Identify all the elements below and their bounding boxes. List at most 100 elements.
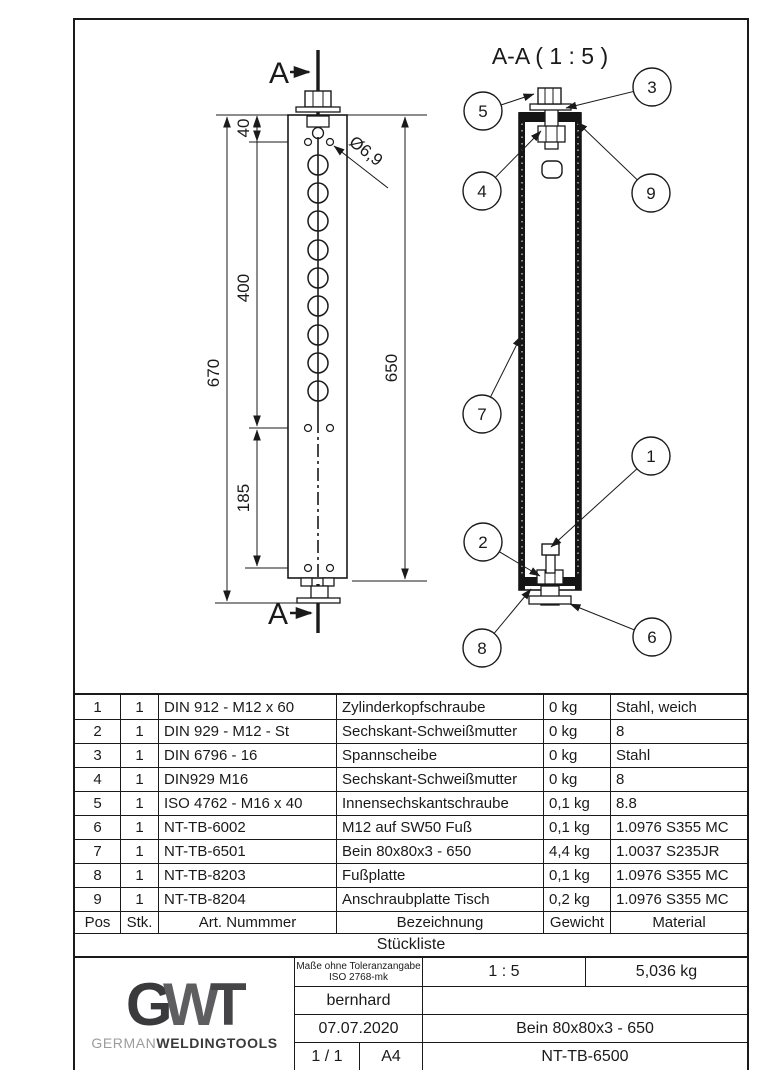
cell-material: 8.8 — [611, 791, 747, 815]
balloon-8: 8 — [462, 628, 502, 668]
header-pos: Pos — [75, 911, 121, 933]
balloon-3: 3 — [632, 67, 672, 107]
svg-text:6: 6 — [647, 628, 656, 647]
cell-material: 8 — [611, 719, 747, 743]
empty-cell — [422, 986, 747, 1014]
cell-name: Spannscheibe — [337, 743, 544, 767]
dim-650-label: 650 — [382, 354, 401, 382]
cell-weight: 0 kg — [544, 695, 611, 719]
cell-weight: 0,1 kg — [544, 815, 611, 839]
balloon-7: 7 — [462, 394, 502, 434]
balloon-6: 6 — [632, 617, 672, 657]
parts-list-grid: 1 1 DIN 912 - M12 x 60 Zylinderkopfschra… — [75, 695, 747, 933]
balloon-1: 1 — [631, 436, 671, 476]
cell-art: DIN 6796 - 16 — [159, 743, 337, 767]
dim-400-label: 400 — [234, 274, 253, 302]
cell-art: NT-TB-6002 — [159, 815, 337, 839]
svg-text:9: 9 — [646, 184, 655, 203]
author-name: bernhard — [294, 986, 422, 1014]
logo-subtitle-light: GERMAN — [91, 1034, 157, 1051]
cell-pos: 2 — [75, 719, 121, 743]
cell-material: 8 — [611, 767, 747, 791]
balloon-4: 4 — [462, 171, 502, 211]
cell-material: 1.0037 S235JR — [611, 839, 747, 863]
svg-text:7: 7 — [477, 405, 486, 424]
logo-letter-w: W — [162, 970, 220, 1038]
cell-qty: 1 — [121, 863, 159, 887]
cell-qty: 1 — [121, 815, 159, 839]
bottom-bolt-shank — [545, 554, 556, 574]
header-weight: Gewicht — [544, 911, 611, 933]
cell-name: Innensechskantschraube — [337, 791, 544, 815]
logo-letter-g: G — [125, 970, 173, 1038]
top-screw-head — [304, 90, 332, 108]
cell-name: Fußplatte — [337, 863, 544, 887]
cell-qty: 1 — [121, 791, 159, 815]
cell-art: NT-TB-6501 — [159, 839, 337, 863]
foot-wings — [528, 595, 572, 605]
cell-material: 1.0976 S355 MC — [611, 815, 747, 839]
header-art: Art. Nummmer — [159, 911, 337, 933]
cell-weight: 0,1 kg — [544, 791, 611, 815]
dim-670-label: 670 — [204, 359, 223, 387]
svg-text:8: 8 — [477, 639, 486, 658]
weight-value: 5,036 kg — [585, 958, 747, 986]
cell-pos: 3 — [75, 743, 121, 767]
top-washer — [295, 106, 341, 113]
foot-plate — [296, 597, 341, 604]
drawing-frame: 670 400 185 40 650 — [73, 18, 749, 1070]
cell-qty: 1 — [121, 743, 159, 767]
cell-material: Stahl, weich — [616, 698, 697, 716]
cell-name: M12 auf SW50 Fuß — [337, 815, 544, 839]
cell-art: DIN929 M16 — [159, 767, 337, 791]
header-material: Material — [611, 911, 747, 933]
tolerance-line-1: Maße ohne Toleranzangabe — [296, 961, 421, 972]
section-view-title: A-A ( 1 : 5 ) — [492, 43, 608, 69]
header-qty: Stk. — [121, 911, 159, 933]
cell-qty: 1 — [121, 767, 159, 791]
svg-text:1: 1 — [646, 447, 655, 466]
cell-pos: 9 — [75, 887, 121, 911]
foot-nut — [310, 585, 329, 599]
balloon-2: 2 — [463, 522, 503, 562]
dim-185-label: 185 — [234, 484, 253, 512]
cell-weight: 0 kg — [544, 767, 611, 791]
cell-weight: 4,4 kg — [544, 839, 611, 863]
cell-name: Anschraubplatte Tisch — [337, 887, 544, 911]
section-label-top: A — [269, 57, 289, 90]
svg-text:4: 4 — [477, 182, 486, 201]
cell-art: NT-TB-8203 — [159, 863, 337, 887]
bottom-bolt-head — [541, 543, 560, 556]
weld-nut-top — [537, 125, 566, 143]
svg-text:2: 2 — [478, 533, 487, 552]
cell-weight: 0 kg — [544, 743, 611, 767]
drawing-date: 07.07.2020 — [294, 1014, 422, 1042]
part-name: Bein 80x80x3 - 650 — [422, 1014, 747, 1042]
cell-qty: 1 — [121, 839, 159, 863]
paper-format: A4 — [359, 1042, 422, 1070]
drawing-views: 670 400 185 40 650 — [204, 43, 672, 668]
balloons: 5 3 4 9 7 1 2 8 6 — [462, 67, 672, 668]
cell-pos: 8 — [75, 863, 121, 887]
cell-qty: 1 — [121, 887, 159, 911]
cell-weight: 0,1 kg — [544, 863, 611, 887]
cell-name: Bein 80x80x3 - 650 — [337, 839, 544, 863]
cell-material: Stahl — [611, 743, 747, 767]
cell-pos: 5 — [75, 791, 121, 815]
oblong-hole — [541, 160, 563, 179]
logo-subtitle: GERMANWELDINGTOOLS — [91, 1035, 277, 1051]
hole-column — [307, 154, 329, 402]
balloon-9: 9 — [631, 173, 671, 213]
spann-washer — [529, 103, 572, 111]
gwt-logo: GWT — [126, 974, 247, 1034]
cell-art: NT-TB-8204 — [159, 887, 337, 911]
cell-art: ISO 4762 - M16 x 40 — [159, 791, 337, 815]
cell-pos: 1 — [75, 695, 121, 719]
cell-art: DIN 929 - M12 - St — [159, 719, 337, 743]
cell-weight: 0,2 kg — [544, 887, 611, 911]
logo-subtitle-bold: WELDINGTOOLS — [156, 1034, 278, 1051]
cell-weight: 0 kg — [544, 719, 611, 743]
parts-list-title: Stückliste — [75, 933, 747, 956]
tolerance-note: Maße ohne Toleranzangabe ISO 2768-mk — [294, 958, 422, 986]
svg-text:5: 5 — [478, 102, 487, 121]
